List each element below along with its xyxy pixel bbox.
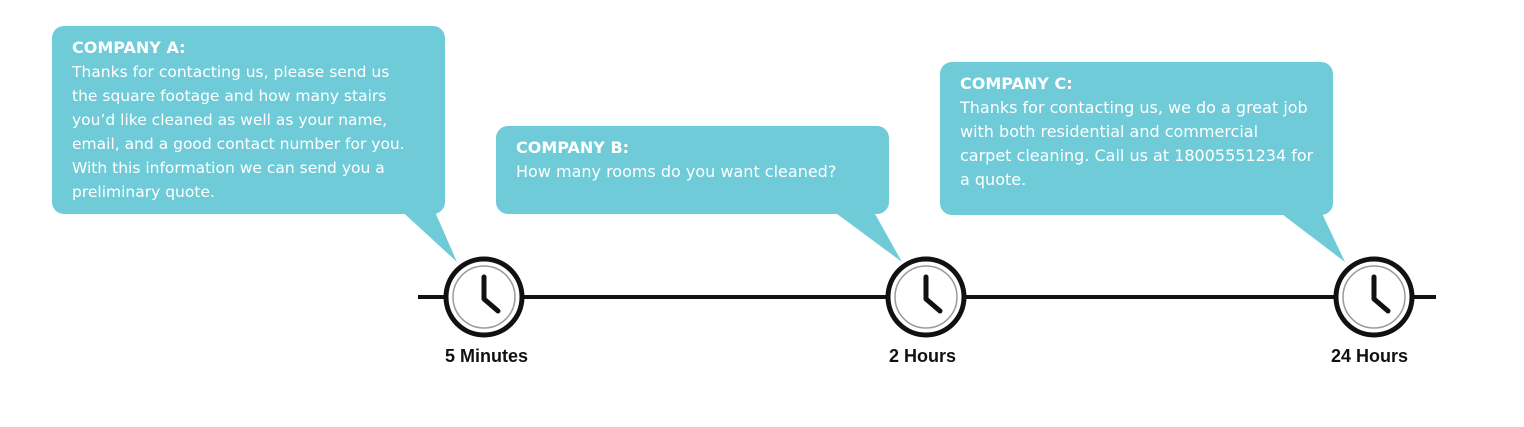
company-a-bubble: COMPANY A: Thanks for contacting us, ple… — [52, 26, 445, 214]
company-a-line: email, and a good contact number for you… — [72, 135, 405, 153]
clock-icon — [885, 256, 967, 338]
company-b-line: How many rooms do you want cleaned? — [516, 162, 837, 181]
company-a-line: the square footage and how many stairs — [72, 87, 387, 105]
company-a-line: you’d like cleaned as well as your name, — [72, 111, 388, 129]
company-a-line: preliminary quote. — [72, 183, 215, 201]
bubble-b-pointer — [825, 205, 902, 262]
milestone-label-5-minutes: 5 Minutes — [445, 346, 529, 366]
company-c-line: with both residential and commercial — [960, 122, 1259, 141]
milestone-label-2-hours: 2 Hours — [889, 346, 957, 366]
company-a-title: COMPANY A: — [72, 38, 186, 57]
company-c-line: a quote. — [960, 170, 1027, 189]
company-b-title: COMPANY B: — [516, 138, 630, 157]
milestone-label-24-hours: 24 Hours — [1331, 346, 1409, 366]
company-c-line: Thanks for contacting us, we do a great … — [960, 98, 1308, 117]
company-c-line: carpet cleaning. Call us at 18005551234 … — [960, 146, 1314, 165]
company-b-bubble: COMPANY B: How many rooms do you want cl… — [496, 126, 889, 214]
company-a-line: With this information we can send you a — [72, 159, 385, 177]
clock-icon — [443, 256, 525, 338]
company-a-line: Thanks for contacting us, please send us — [72, 63, 390, 81]
company-c-bubble: COMPANY C: Thanks for contacting us, we … — [940, 62, 1333, 215]
clock-icon — [1333, 256, 1415, 338]
bubble-c-pointer — [1270, 205, 1345, 262]
company-c-title: COMPANY C: — [960, 74, 1073, 93]
bubble-a-pointer — [395, 205, 457, 262]
